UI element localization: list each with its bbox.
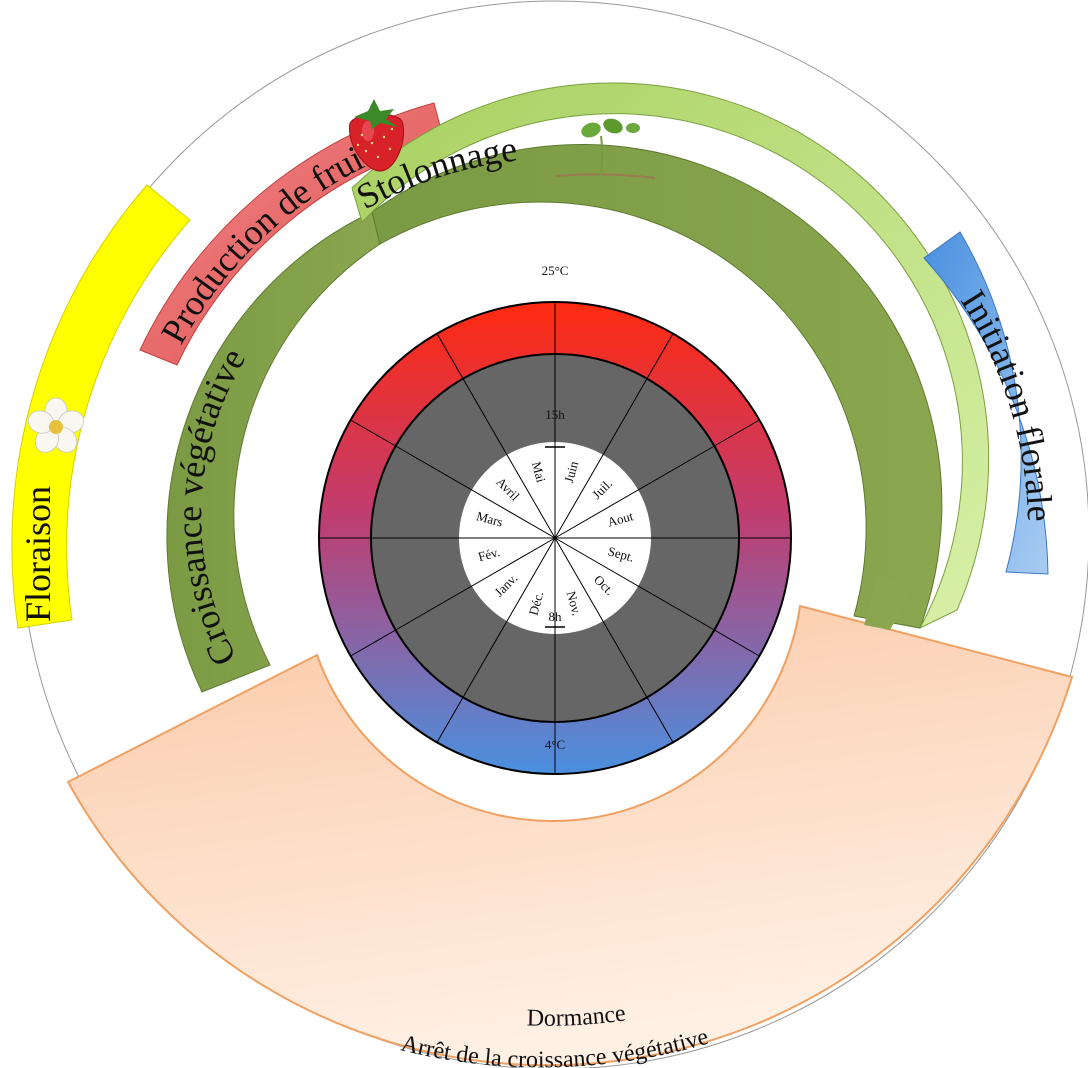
temperature-divider (646, 697, 674, 743)
month-divider (395, 445, 556, 539)
temperature-divider (436, 333, 464, 379)
temperature-divider (714, 629, 760, 657)
month-divider (462, 537, 556, 698)
temp-min-label: 4°C (545, 737, 565, 752)
month-labels: Juin Juil. Aout Sept. Oct. Nov. Déc. Jan… (475, 459, 636, 617)
stolonnage-band (351, 82, 990, 630)
day-min-label: 8h (549, 609, 563, 624)
strawberry-icon (349, 99, 404, 172)
month-label-nov: Nov. (564, 589, 585, 617)
month-dividers (371, 354, 739, 722)
month-label-mars: Mars (475, 508, 505, 529)
month-divider (462, 378, 556, 539)
day-max-label: 15h (545, 407, 565, 422)
temperature-divider (350, 419, 396, 447)
month-label-sept: Sept. (606, 543, 635, 564)
production-band (139, 102, 445, 366)
seedling-icon (554, 118, 656, 179)
month-divider (554, 537, 715, 631)
dormance-band (66, 604, 1074, 1067)
temperature-ring-dividers (319, 302, 791, 774)
month-divider (554, 445, 715, 539)
initiation-band (923, 231, 1049, 575)
floraison-band (11, 184, 191, 629)
croissance-band-right (371, 144, 943, 629)
temperature-divider (436, 697, 464, 743)
month-divider (395, 537, 556, 631)
month-label-aout: Aout (606, 508, 635, 529)
temperature-divider (714, 419, 760, 447)
flower-icon (27, 397, 85, 453)
temp-max-label: 25°C (542, 263, 569, 278)
temperature-divider (646, 333, 674, 379)
temperature-divider (350, 629, 396, 657)
month-label-mai: Mai (529, 460, 549, 484)
month-label-dec: Déc. (526, 590, 547, 617)
month-label-juin: Juin (561, 459, 581, 484)
floraison-label: Floraison (18, 486, 58, 622)
month-divider (554, 537, 648, 698)
month-divider (554, 378, 648, 539)
croissance-overlap (864, 575, 912, 630)
month-label-fev: Fév. (476, 544, 501, 564)
